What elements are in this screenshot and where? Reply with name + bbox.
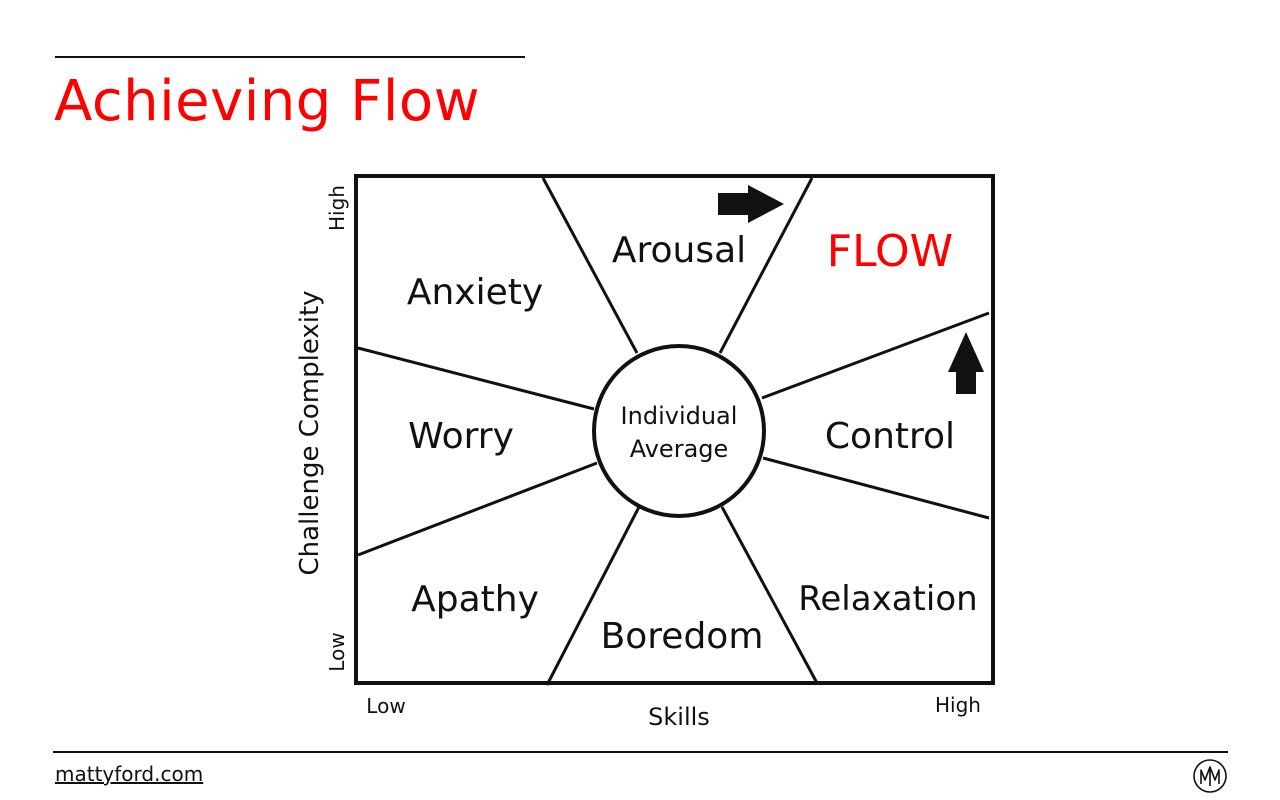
arrow-up-icon: [948, 332, 984, 394]
region-boredom: Boredom: [601, 616, 764, 657]
footer-rule: [53, 751, 1228, 753]
region-worry: Worry: [408, 416, 514, 457]
title-rule: [55, 56, 525, 58]
region-arousal: Arousal: [612, 230, 746, 271]
slide-title: Achieving Flow: [54, 69, 480, 134]
y-axis-high-label: High: [325, 185, 349, 231]
y-axis-label: Challenge Complexity: [295, 290, 325, 575]
region-anxiety: Anxiety: [407, 272, 543, 313]
divider-control-relaxation: [762, 456, 990, 520]
region-apathy: Apathy: [411, 579, 539, 620]
divider-anxiety-arousal: [541, 177, 639, 354]
divider-anxiety-worry: [357, 346, 595, 411]
divider-boredom-relaxation: [720, 506, 819, 684]
x-axis-low-label: Low: [366, 694, 405, 718]
y-axis-low-label: Low: [325, 632, 349, 671]
x-axis-high-label: High: [935, 693, 981, 717]
center-label-line2: Average: [630, 435, 729, 463]
region-flow: FLOW: [827, 226, 953, 277]
matty-ford-logo-icon: [1193, 759, 1227, 793]
individual-average-circle: [592, 344, 766, 518]
divider-worry-apathy: [357, 461, 598, 557]
divider-apathy-boredom: [545, 506, 641, 686]
region-relaxation: Relaxation: [798, 579, 977, 619]
center-label-line1: Individual: [621, 402, 738, 430]
region-control: Control: [825, 416, 955, 457]
footer-site-link[interactable]: mattyford.com: [55, 762, 204, 786]
region-dividers: [357, 177, 990, 686]
diagram-frame: [354, 174, 995, 685]
divider-arousal-flow: [718, 177, 814, 354]
x-axis-label: Skills: [648, 703, 710, 731]
divider-flow-control: [761, 311, 990, 400]
arrow-right-icon: [718, 185, 784, 223]
